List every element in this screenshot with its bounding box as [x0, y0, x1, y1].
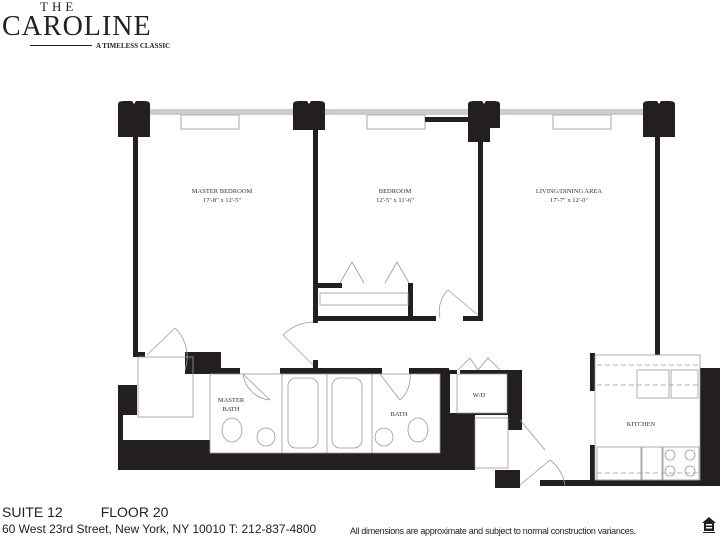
counter	[596, 446, 642, 481]
logo-tagline: A TIMELESS CLASSIC	[96, 42, 171, 50]
door-swing	[146, 327, 188, 371]
bedroom-label: BEDROOM	[379, 188, 412, 195]
master-bath-label: MASTER	[218, 397, 245, 404]
master-bath-label-2: BATH	[223, 406, 240, 413]
kitchen-sink	[636, 369, 670, 399]
bathtub	[331, 377, 363, 449]
door-swing	[242, 373, 271, 401]
bedroom-dims: 12'-5" x 11'-6"	[376, 197, 414, 204]
sink	[374, 427, 394, 447]
kitchen-label: KITCHEN	[627, 421, 656, 428]
master-bedroom-label: MASTER BEDROOM	[192, 188, 253, 195]
door-swing	[519, 419, 566, 486]
disclaimer: All dimensions are approximate and subje…	[350, 526, 636, 536]
equal-housing-icon	[702, 517, 716, 533]
logo-the: THE	[40, 0, 78, 14]
logo-name: CAROLINE	[2, 11, 152, 42]
suite-floor: SUITE 12 FLOOR 20	[2, 505, 206, 520]
master-bedroom-dims: 17'-8" x 12'-5"	[203, 197, 241, 204]
floor-label: FLOOR 20	[100, 504, 169, 520]
walls	[118, 101, 720, 488]
door-swing	[438, 289, 479, 319]
column	[118, 101, 150, 137]
column	[643, 101, 675, 137]
door-swing	[282, 321, 314, 366]
living-dims: 17'-7" x 12'-0"	[550, 197, 588, 204]
wd-label: W/D	[473, 392, 486, 399]
stove	[662, 446, 700, 481]
column	[293, 101, 325, 130]
windows	[150, 109, 643, 130]
door-swing	[379, 373, 411, 401]
living-label: LIVING/DINING AREA	[536, 188, 603, 195]
refrigerator	[670, 369, 699, 399]
fixtures	[137, 261, 701, 486]
washer-dryer	[456, 373, 508, 414]
toilet	[221, 417, 243, 443]
dishwasher	[641, 446, 663, 481]
toilet	[407, 417, 429, 443]
room-labels: MASTER BEDROOM 17'-8" x 12'-5" BEDROOM 1…	[192, 188, 656, 428]
address: 60 West 23rd Street, New York, NY 10010 …	[2, 522, 317, 536]
sink	[256, 427, 276, 447]
caroline-logo: THE CAROLINE A TIMELESS CLASSIC	[0, 0, 170, 52]
bath-label: BATH	[391, 411, 408, 418]
suite-label: SUITE 12	[2, 504, 63, 520]
logo-rule	[30, 45, 92, 46]
column	[468, 101, 500, 142]
bathtub	[287, 377, 319, 449]
